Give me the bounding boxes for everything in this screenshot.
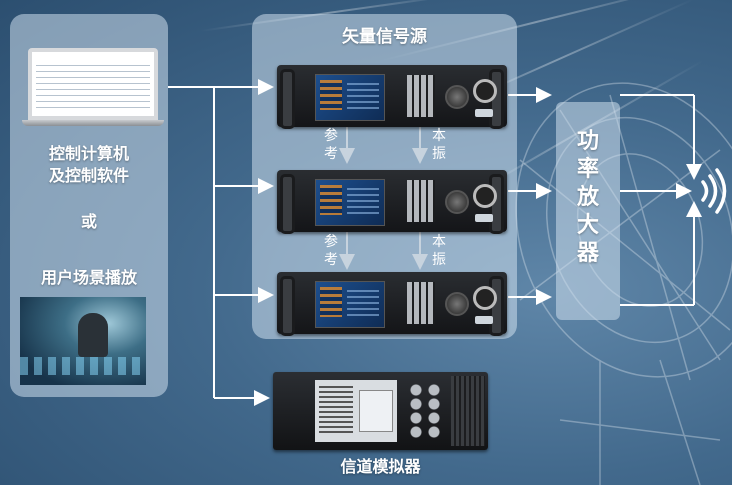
- signal-generator-device: [277, 170, 507, 234]
- laptop-icon: [22, 48, 164, 128]
- lo-label-2: 本振: [432, 234, 446, 268]
- or-label: 或: [80, 212, 97, 231]
- signal-generator-device: [277, 272, 507, 336]
- control-label-line2: 及控制软件: [48, 166, 129, 185]
- channel-simulator-device: [273, 372, 488, 450]
- ref-label-1: 参考: [324, 128, 338, 162]
- scenario-label: 用户场景播放: [40, 268, 137, 287]
- power-amplifier-label: 功率放大器: [576, 129, 599, 266]
- signal-generator-device: [277, 65, 507, 129]
- antenna-wave-icon: [701, 168, 727, 214]
- ref-label-2: 参考: [324, 234, 338, 268]
- lo-label-1: 本振: [432, 128, 446, 162]
- channel-simulator-label: 信道模拟器: [340, 457, 421, 476]
- scenario-playback-image: [20, 297, 146, 385]
- signal-source-title: 矢量信号源: [342, 27, 427, 47]
- control-label-line1: 控制计算机: [48, 144, 129, 163]
- power-amplifier-box: [556, 102, 620, 320]
